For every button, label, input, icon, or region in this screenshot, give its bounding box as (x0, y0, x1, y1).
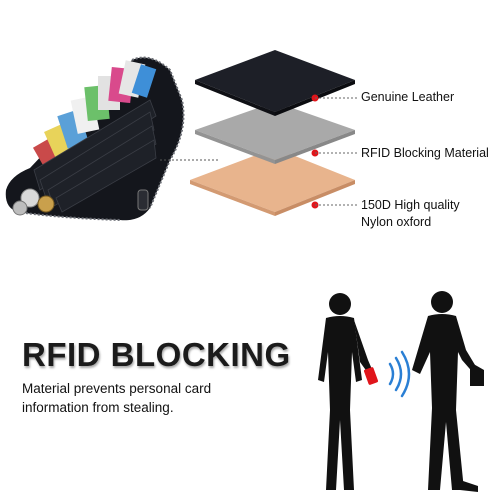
leather-layer (195, 50, 355, 112)
wallet-image (5, 56, 185, 221)
nylon-layer (190, 148, 355, 212)
card-in-hand (363, 367, 379, 385)
headline: RFID BLOCKING (22, 336, 291, 373)
description-line2: information from stealing. (22, 400, 174, 415)
person-silhouette (318, 293, 374, 490)
layer-label-nylon-line2: Nylon oxford (361, 214, 432, 229)
description-line1: Material prevents personal card (22, 381, 212, 396)
rfid-signal-icon (388, 350, 411, 398)
rfid-layer (195, 102, 355, 160)
person-silhouette (412, 291, 484, 492)
layer-label-nylon: 150D High quality Nylon oxford (361, 197, 460, 231)
description: Material prevents personal card informat… (22, 379, 312, 417)
leader-line (160, 159, 218, 161)
layer-label-rfid: RFID Blocking Material (361, 146, 489, 160)
layer-stack (190, 50, 355, 216)
silhouette-scene (318, 291, 484, 492)
layer-pointers (311, 94, 358, 209)
layer-label-nylon-line1: 150D High quality (361, 198, 460, 212)
layer-label-leather: Genuine Leather (361, 90, 455, 104)
